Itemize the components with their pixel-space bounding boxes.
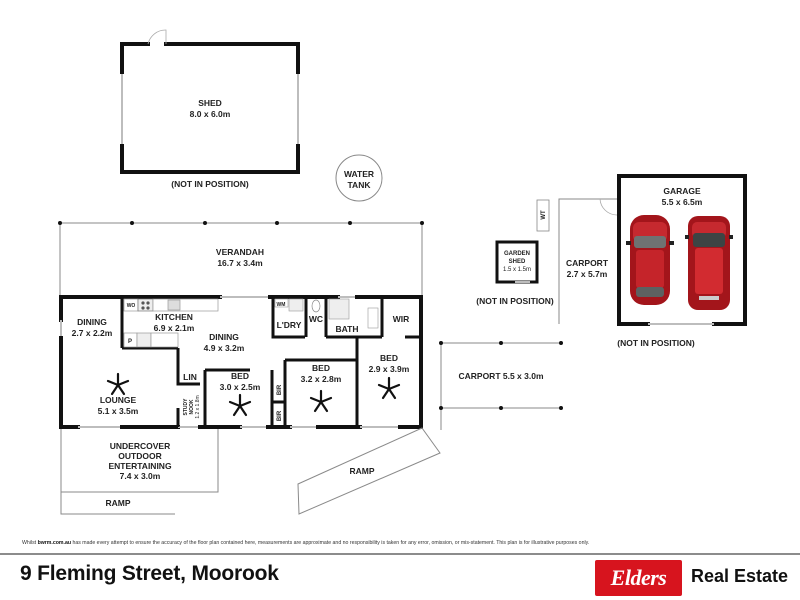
garden-shed: GARDEN SHED 1.5 x 1.5m (NOT IN POSITION) <box>476 240 554 306</box>
water-tank: WATER TANK <box>335 154 383 202</box>
washing-machine-label: WM <box>277 302 286 308</box>
door-swing-icon <box>147 29 167 45</box>
house: WO P KITCHEN 6.9 x 2.1m DINING 2.7 x 2.2… <box>59 295 423 429</box>
garden-shed-size: 1.5 x 1.5m <box>503 267 531 273</box>
floor-plan: SHED 8.0 x 6.0m (NOT IN POSITION) WATER … <box>58 29 747 515</box>
wt-label: WT <box>541 210 547 220</box>
carport-side-label: CARPORT <box>566 258 609 268</box>
car-icon <box>685 216 733 310</box>
brand-suffix: Real Estate <box>691 566 789 586</box>
brand-logo: Elders <box>595 560 682 596</box>
washer-oven-label: WO <box>127 303 136 309</box>
dining-left-size: 2.7 x 2.2m <box>72 328 113 338</box>
ceiling-fan-icon <box>106 372 130 396</box>
verandah-size: 16.7 x 3.4m <box>217 258 263 268</box>
disclaimer: Whilst bwrm.com.au has made every attemp… <box>22 540 782 546</box>
study-nook-size: 1.2 x 1.8m <box>195 395 201 418</box>
linen-label: LIN <box>183 372 197 382</box>
carport-front: CARPORT 5.5 x 3.0m <box>439 341 563 430</box>
ceiling-fan-icon <box>309 389 333 413</box>
study-nook-label-2: NOOK <box>189 399 195 414</box>
bath-label: BATH <box>336 324 359 334</box>
disclaimer-prefix: Whilst <box>22 540 38 546</box>
lounge-size: 5.1 x 3.5m <box>98 406 139 416</box>
garden-shed-label-1: GARDEN <box>504 251 530 257</box>
pantry-label: P <box>128 339 132 345</box>
bed2-size: 3.2 x 2.8m <box>301 374 342 384</box>
disclaimer-text: has made every attempt to ensure the acc… <box>71 540 590 546</box>
ramp-left-label: RAMP <box>105 498 130 508</box>
ramp-right: RAMP <box>297 427 441 515</box>
garage-note: (NOT IN POSITION) <box>617 338 695 348</box>
outdoor-label-1: UNDERCOVER <box>110 441 170 451</box>
outdoor-label-2: OUTDOOR <box>118 451 161 461</box>
carport-side: CARPORT 2.7 x 5.7m <box>558 198 618 324</box>
disclaimer-site-link[interactable]: bwrm.com.au <box>37 540 72 546</box>
garden-shed-label-2: SHED <box>509 259 526 265</box>
carport-front-label: CARPORT 5.5 x 3.0m <box>458 371 543 381</box>
carport-side-size: 2.7 x 5.7m <box>567 269 608 279</box>
outdoor-label-3: ENTERTAINING <box>108 461 172 471</box>
bed1-label: BED <box>231 371 249 381</box>
outdoor-entertaining: UNDERCOVER OUTDOOR ENTERTAINING 7.4 x 3.… <box>60 429 219 515</box>
shed: SHED 8.0 x 6.0m (NOT IN POSITION) <box>120 29 300 189</box>
property-address: 9 Fleming Street, Moorook <box>20 562 279 585</box>
bed3-size: 2.9 x 3.9m <box>369 364 410 374</box>
wir-label: WIR <box>393 314 410 324</box>
garage: GARAGE 5.5 x 6.5m (NOT IN POSITION) <box>617 174 747 348</box>
bed2-label: BED <box>312 363 330 373</box>
shed-size: 8.0 x 6.0m <box>190 109 231 119</box>
dining-main-size: 4.9 x 3.2m <box>204 343 245 353</box>
bir1-label: BIR <box>277 384 283 395</box>
wc-label: WC <box>309 314 323 324</box>
bed3-label: BED <box>380 353 398 363</box>
car-icon <box>626 215 674 305</box>
brand-logo-text: Elders <box>610 565 667 590</box>
ceiling-fan-icon <box>377 376 401 400</box>
water-tank-label-2: TANK <box>348 180 372 190</box>
verandah-label: VERANDAH <box>216 247 264 257</box>
bed1-size: 3.0 x 2.5m <box>220 382 261 392</box>
ramp-right-label: RAMP <box>349 466 374 476</box>
laundry-label: L'DRY <box>277 320 302 330</box>
outdoor-size: 7.4 x 3.0m <box>120 471 161 481</box>
dining-main-label: DINING <box>209 332 239 342</box>
verandah: VERANDAH 16.7 x 3.4m <box>58 221 424 297</box>
garage-size: 5.5 x 6.5m <box>662 197 703 207</box>
kitchen-size: 6.9 x 2.1m <box>154 323 195 333</box>
water-tank-small: WT <box>536 199 550 232</box>
bir2-label: BIR <box>277 410 283 421</box>
lounge-label: LOUNGE <box>100 395 137 405</box>
garage-label: GARAGE <box>663 186 701 196</box>
shed-label: SHED <box>198 98 222 108</box>
water-tank-label-1: WATER <box>344 169 374 179</box>
footer-divider <box>0 553 800 555</box>
ceiling-fan-icon <box>228 393 252 417</box>
study-nook-label-1: STUDY <box>183 398 189 416</box>
kitchen-label: KITCHEN <box>155 312 193 322</box>
shed-note: (NOT IN POSITION) <box>171 179 249 189</box>
garden-shed-note: (NOT IN POSITION) <box>476 296 554 306</box>
dining-left-label: DINING <box>77 317 107 327</box>
